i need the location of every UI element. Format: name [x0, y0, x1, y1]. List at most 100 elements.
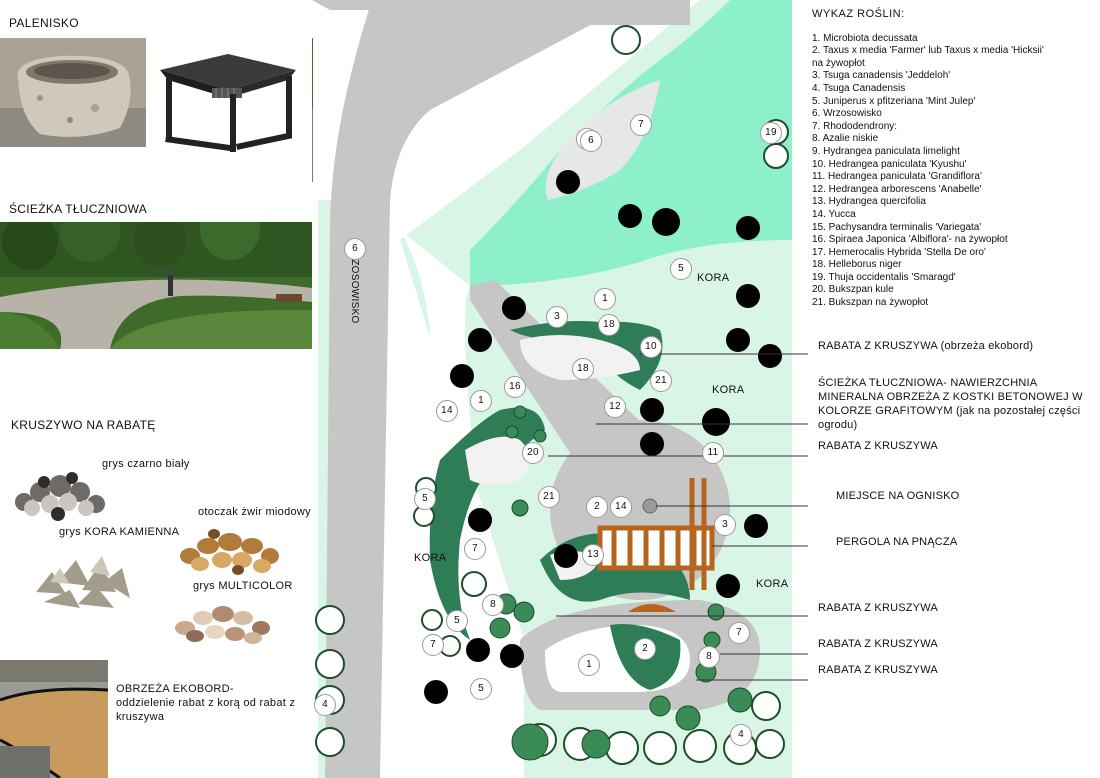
- tree-symbol: [744, 514, 768, 538]
- shrub-symbol: [315, 727, 345, 757]
- shrub-green-symbol: [505, 425, 519, 439]
- plant-number-marker: 2: [634, 638, 656, 660]
- plant-number-marker: 4: [314, 694, 336, 716]
- gravel-black-white-photo: [10, 462, 108, 524]
- legend-item: 4. Tsuga Canadensis: [812, 82, 906, 94]
- gravel-label-4: grys MULTICOLOR: [193, 580, 293, 592]
- legend-item: 3. Tsuga canadensis 'Jeddeloh': [812, 70, 951, 82]
- annotation-pergola: PERGOLA NA PNĄCZA: [836, 536, 958, 548]
- plant-number-marker: 8: [698, 646, 720, 668]
- plant-number-marker: 16: [504, 376, 526, 398]
- plant-number-marker: 19: [760, 122, 782, 144]
- annotation-rabata-3: RABATA Z KRUSZYWA: [818, 638, 938, 650]
- tree-symbol: [618, 204, 642, 228]
- tree-symbol: [556, 170, 580, 194]
- annotation-rabata-1: RABATA Z KRUSZYWA: [818, 440, 938, 452]
- plant-number-marker: 21: [650, 370, 672, 392]
- kora-label-4: KORA: [756, 578, 789, 590]
- plant-number-marker: 5: [670, 258, 692, 280]
- sciezka-title: ŚCIEŻKA TŁUCZNIOWA: [9, 202, 148, 216]
- plant-number-marker: 13: [582, 544, 604, 566]
- tree-symbol: [716, 574, 740, 598]
- plant-number-marker: 3: [546, 306, 568, 328]
- plant-number-marker: 20: [522, 442, 544, 464]
- plant-number-marker: 7: [728, 622, 750, 644]
- legend-item: 17. Hemerocalis Hybrida 'Stella De oro': [812, 246, 986, 258]
- legend-title: WYKAZ ROŚLIN:: [812, 8, 905, 20]
- legend-item: 15. Pachysandra terminalis 'Variegata': [812, 221, 982, 233]
- plant-number-marker: 6: [580, 130, 602, 152]
- plant-number-marker: 1: [578, 654, 600, 676]
- shrub-symbol: [315, 649, 345, 679]
- plant-number-marker: 7: [464, 538, 486, 560]
- gravel-label-1: grys czarno biały: [102, 458, 190, 470]
- palenisko-title: PALENISKO: [9, 16, 79, 30]
- road: [325, 0, 690, 778]
- tree-symbol: [450, 364, 474, 388]
- shrub-green-symbol: [675, 705, 701, 731]
- plant-number-marker: 12: [604, 396, 626, 418]
- tree-symbol: [702, 408, 730, 436]
- legend-item: 7. Rhododendrony:: [812, 120, 898, 132]
- legend-item: 5. Juniperus x pfitzeriana 'Mint Julep': [812, 95, 976, 107]
- shrub-green-symbol: [581, 729, 611, 759]
- legend-item: 8. Azalie niskie: [812, 133, 879, 145]
- tree-symbol: [500, 644, 524, 668]
- kruszywo-title: KRUSZYWO NA RABATĘ: [11, 418, 156, 432]
- legend-item: 18. Helleborus niger: [812, 259, 902, 271]
- tree-symbol: [466, 638, 490, 662]
- plant-number-marker: 7: [630, 114, 652, 136]
- legend-item: 21. Bukszpan na żywopłot: [812, 297, 929, 309]
- gravel-label-3: otoczak żwir miodowy: [198, 506, 311, 518]
- plant-number-marker: 3: [714, 514, 736, 536]
- annotation-sciezka: ŚCIEŻKA TŁUCZNIOWA- NAWIERZCHNIA MINERAL…: [818, 377, 1083, 431]
- tree-symbol: [424, 680, 448, 704]
- tree-symbol: [726, 328, 750, 352]
- tree-symbol: [652, 208, 680, 236]
- tree-symbol: [468, 328, 492, 352]
- shrub-symbol: [751, 691, 781, 721]
- fire-place: [642, 498, 658, 514]
- shrub-symbol: [421, 609, 443, 631]
- legend-item: 20. Bukszpan kule: [812, 284, 894, 296]
- gravel-honey-photo: [178, 520, 280, 578]
- legend-item: 16. Spiraea Japonica 'Albiflora'- na żyw…: [812, 234, 1008, 246]
- plant-number-marker: 5: [470, 678, 492, 700]
- trees: [315, 25, 789, 765]
- shrub-green-symbol: [727, 687, 753, 713]
- plant-number-marker: 4: [730, 724, 752, 746]
- shrub-symbol: [461, 571, 487, 597]
- plant-number-marker: 21: [538, 486, 560, 508]
- tree-symbol: [736, 284, 760, 308]
- tree-symbol: [640, 398, 664, 422]
- plant-number-marker: 7: [422, 634, 444, 656]
- plant-number-marker: 6: [344, 238, 366, 260]
- park-path-photo: [0, 222, 312, 349]
- plant-number-marker: 18: [598, 314, 620, 336]
- gravel-kora-photo: [30, 542, 134, 610]
- plant-number-marker: 10: [640, 336, 662, 358]
- legend-item: 12. Hedrangea arborescens 'Anabelle': [812, 183, 982, 195]
- annotation-ognisko: MIEJSCE NA OGNISKO: [836, 490, 960, 502]
- gravel-multicolor-photo: [173, 594, 271, 650]
- tree-symbol: [554, 544, 578, 568]
- shrub-symbol: [315, 605, 345, 635]
- plant-number-marker: 14: [610, 496, 632, 518]
- shrub-green-symbol: [511, 499, 529, 517]
- ekobord-photo: [0, 660, 108, 778]
- legend-item: 19. Thuja occidentalis 'Smaragd': [812, 271, 956, 283]
- annotation-rabata-2: RABATA Z KRUSZYWA: [818, 602, 938, 614]
- legend-item: 11. Hedrangea paniculata 'Grandiflora': [812, 171, 982, 183]
- shrub-green-symbol: [511, 723, 549, 761]
- shrub-symbol: [755, 729, 785, 759]
- stone-firepit-photo: [0, 38, 146, 147]
- shrub-symbol: [643, 731, 677, 765]
- shrub-symbol: [611, 25, 641, 55]
- tree-symbol: [468, 508, 492, 532]
- shrub-symbol: [763, 143, 789, 169]
- legend-item: 10. Hedrangea paniculata 'Kyushu': [812, 158, 967, 170]
- shrub-symbol: [683, 729, 717, 763]
- tree-symbol: [502, 296, 526, 320]
- shrub-green-symbol: [533, 429, 547, 443]
